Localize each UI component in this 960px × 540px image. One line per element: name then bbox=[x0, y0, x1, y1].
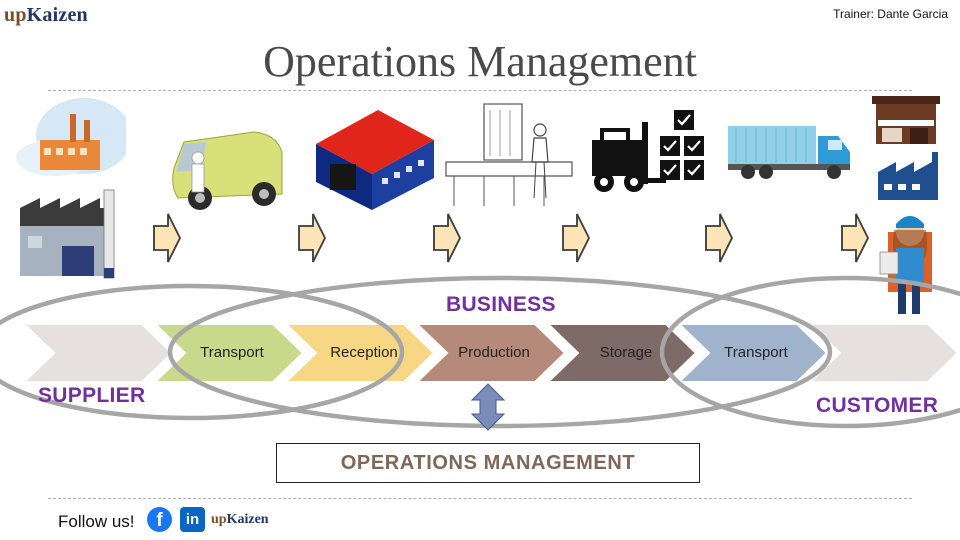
stage-label-transport-in: Transport bbox=[200, 344, 264, 361]
operations-management-box: OPERATIONS MANAGEMENT bbox=[276, 443, 700, 483]
customer-ellipse bbox=[659, 275, 960, 429]
customer-label: CUSTOMER bbox=[816, 394, 939, 417]
supplier-ellipse bbox=[0, 283, 405, 421]
flow-stage-chevron bbox=[807, 323, 960, 383]
arrow-right-icon bbox=[841, 213, 870, 263]
flow-stage-chevron bbox=[152, 323, 305, 383]
arrow-right-icon bbox=[705, 213, 734, 263]
arrow-right-icon bbox=[298, 213, 327, 263]
follow-us-text: Follow us! bbox=[58, 512, 135, 531]
linkedin-icon[interactable]: in bbox=[180, 507, 205, 532]
container-truck-icon bbox=[728, 126, 850, 179]
stage-label-production: Production bbox=[458, 344, 530, 361]
business-label: BUSINESS bbox=[446, 293, 556, 316]
delivery-van-icon bbox=[172, 131, 283, 210]
upkaizen-footer-logo: upKaizen bbox=[211, 512, 269, 527]
warehouse-icon bbox=[316, 110, 434, 210]
divider-top bbox=[48, 90, 912, 91]
business-ellipse bbox=[167, 275, 833, 429]
stage-label-storage: Storage bbox=[599, 344, 653, 361]
page-title: Operations Management bbox=[263, 37, 697, 86]
stage-label-transport-out: Transport bbox=[724, 344, 788, 361]
facebook-icon[interactable]: f bbox=[147, 507, 172, 532]
upkaizen-logo: upKaizen bbox=[4, 4, 88, 26]
flow-stage-chevron bbox=[21, 323, 174, 383]
production-line-icon bbox=[445, 103, 573, 206]
double-arrow-icon bbox=[470, 383, 506, 431]
flow-stage-chevron bbox=[414, 323, 567, 383]
arrow-right-icon bbox=[562, 213, 591, 263]
trainer-name: Trainer: Dante Garcia bbox=[833, 7, 948, 21]
divider-bottom bbox=[48, 498, 912, 499]
stage-label-reception: Reception bbox=[330, 344, 398, 361]
flow-stage-chevron bbox=[545, 323, 698, 383]
supplier-label: SUPPLIER bbox=[38, 384, 146, 407]
forklift-storage-icon bbox=[592, 110, 704, 192]
arrow-right-icon bbox=[433, 213, 462, 263]
factory-icon bbox=[16, 98, 126, 279]
arrow-right-icon bbox=[153, 213, 182, 263]
